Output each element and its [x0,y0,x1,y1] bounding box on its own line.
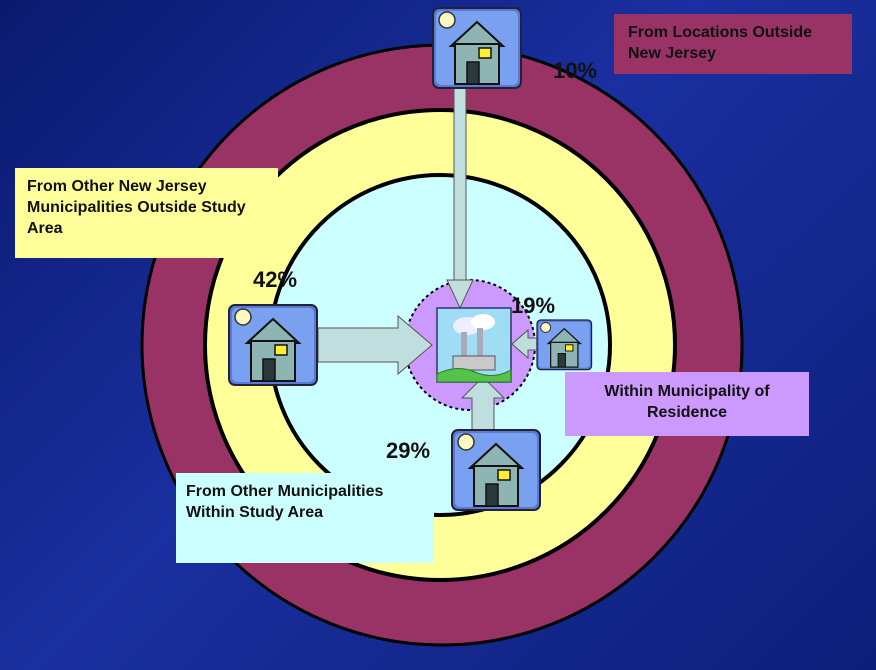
arrow-from-within-residence [511,328,539,360]
percent-other-nj: 42% [253,267,298,292]
label-other-nj: From Other New Jersey Municipalities Out… [15,168,278,258]
label-within-study: From Other Municipalities Within Study A… [176,473,434,563]
arrow-from-within-study [460,376,506,433]
house-icon [536,319,593,371]
house-icon [451,429,541,511]
percent-outside-nj: 10% [553,58,598,83]
label-outside-nj: From Locations Outside New Jersey [614,14,852,74]
house-icon [432,7,522,89]
percent-within-study: 29% [386,438,431,463]
factory-icon [436,307,512,383]
arrow-from-other-nj [317,314,433,376]
percent-within-residence: 19% [511,293,556,318]
house-icon [228,304,318,386]
label-within-residence: Within Municipality of Residence [565,372,809,436]
